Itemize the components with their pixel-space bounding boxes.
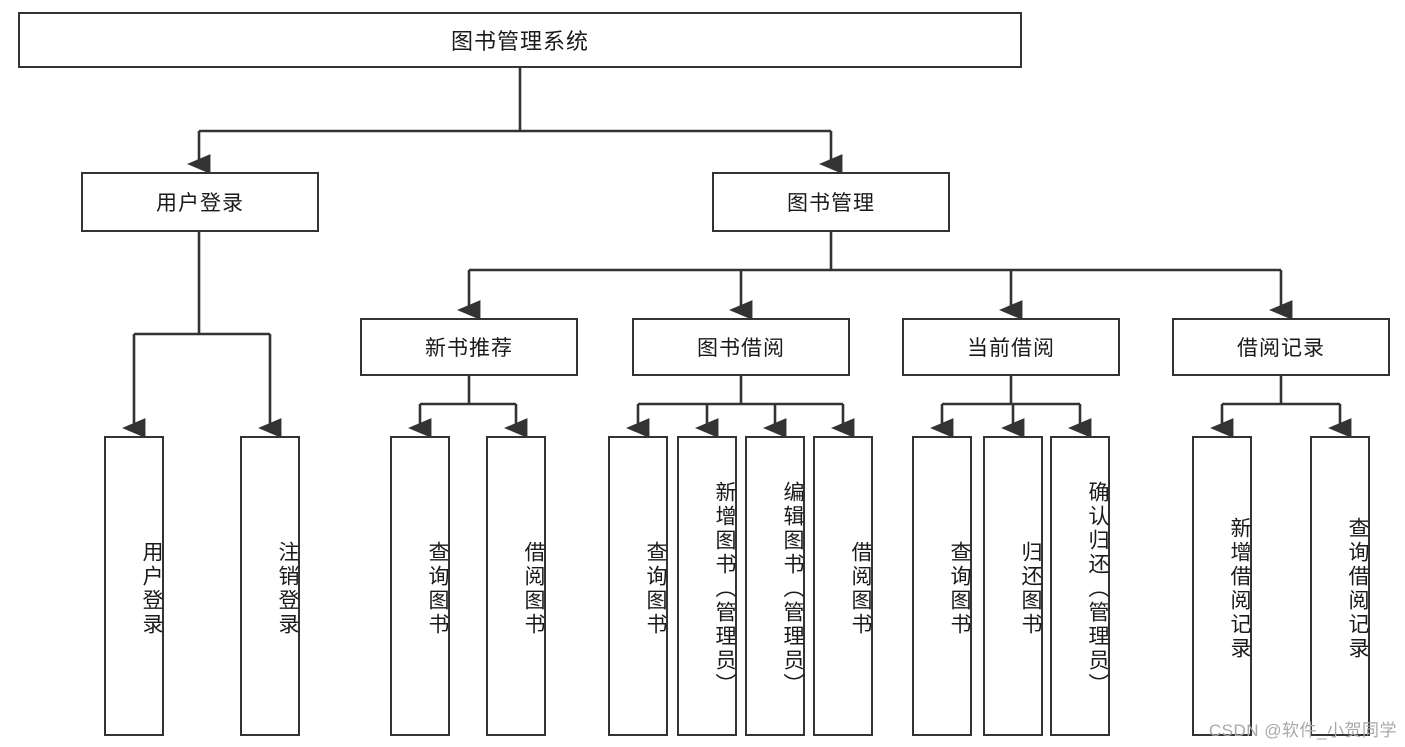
node-leaf-query-record[interactable]: 查询借阅记录: [1310, 436, 1370, 736]
node-leaf-query-book-2-label: 查询图书: [644, 541, 667, 637]
node-book-borrow-label: 图书借阅: [697, 337, 785, 360]
node-leaf-query-record-label: 查询借阅记录: [1346, 517, 1369, 661]
node-leaf-edit-book-label: 编辑图书（管理员）: [781, 481, 804, 697]
node-root-label: 图书管理系统: [450, 29, 589, 54]
node-leaf-query-book-1-label: 查询图书: [426, 541, 449, 637]
node-book-manage[interactable]: 图书管理: [712, 172, 950, 232]
node-leaf-user-logout-label: 注销登录: [276, 541, 299, 637]
node-leaf-query-book-2[interactable]: 查询图书: [608, 436, 668, 736]
node-leaf-confirm-return[interactable]: 确认归还（管理员）: [1050, 436, 1110, 736]
node-leaf-borrow-book-1[interactable]: 借阅图书: [486, 436, 546, 736]
node-user-login-label: 用户登录: [156, 192, 244, 215]
node-current-borrow-label: 当前借阅: [967, 337, 1055, 360]
node-leaf-add-record[interactable]: 新增借阅记录: [1192, 436, 1252, 736]
node-leaf-return-book-label: 归还图书: [1019, 541, 1042, 637]
node-root[interactable]: 图书管理系统: [18, 12, 1022, 68]
node-leaf-borrow-book-2-label: 借阅图书: [849, 541, 872, 637]
node-leaf-query-book-1[interactable]: 查询图书: [390, 436, 450, 736]
node-leaf-user-login-label: 用户登录: [140, 541, 163, 637]
node-leaf-confirm-return-label: 确认归还（管理员）: [1086, 481, 1109, 697]
node-user-login[interactable]: 用户登录: [81, 172, 319, 232]
node-leaf-add-record-label: 新增借阅记录: [1228, 517, 1251, 661]
node-new-book-recommend[interactable]: 新书推荐: [360, 318, 578, 376]
node-current-borrow[interactable]: 当前借阅: [902, 318, 1120, 376]
node-new-book-recommend-label: 新书推荐: [425, 337, 513, 360]
node-leaf-add-book-label: 新增图书（管理员）: [713, 481, 736, 697]
watermark: CSDN @软件_小贺同学: [1208, 721, 1397, 740]
node-leaf-borrow-book-1-label: 借阅图书: [522, 541, 545, 637]
node-leaf-user-login[interactable]: 用户登录: [104, 436, 164, 736]
node-leaf-query-book-3[interactable]: 查询图书: [912, 436, 972, 736]
node-leaf-return-book[interactable]: 归还图书: [983, 436, 1043, 736]
node-leaf-query-book-3-label: 查询图书: [948, 541, 971, 637]
node-leaf-user-logout[interactable]: 注销登录: [240, 436, 300, 736]
node-borrow-record-label: 借阅记录: [1237, 337, 1325, 360]
node-book-manage-label: 图书管理: [787, 192, 875, 215]
node-leaf-add-book[interactable]: 新增图书（管理员）: [677, 436, 737, 736]
node-leaf-edit-book[interactable]: 编辑图书（管理员）: [745, 436, 805, 736]
node-leaf-borrow-book-2[interactable]: 借阅图书: [813, 436, 873, 736]
node-borrow-record[interactable]: 借阅记录: [1172, 318, 1390, 376]
node-book-borrow[interactable]: 图书借阅: [632, 318, 850, 376]
